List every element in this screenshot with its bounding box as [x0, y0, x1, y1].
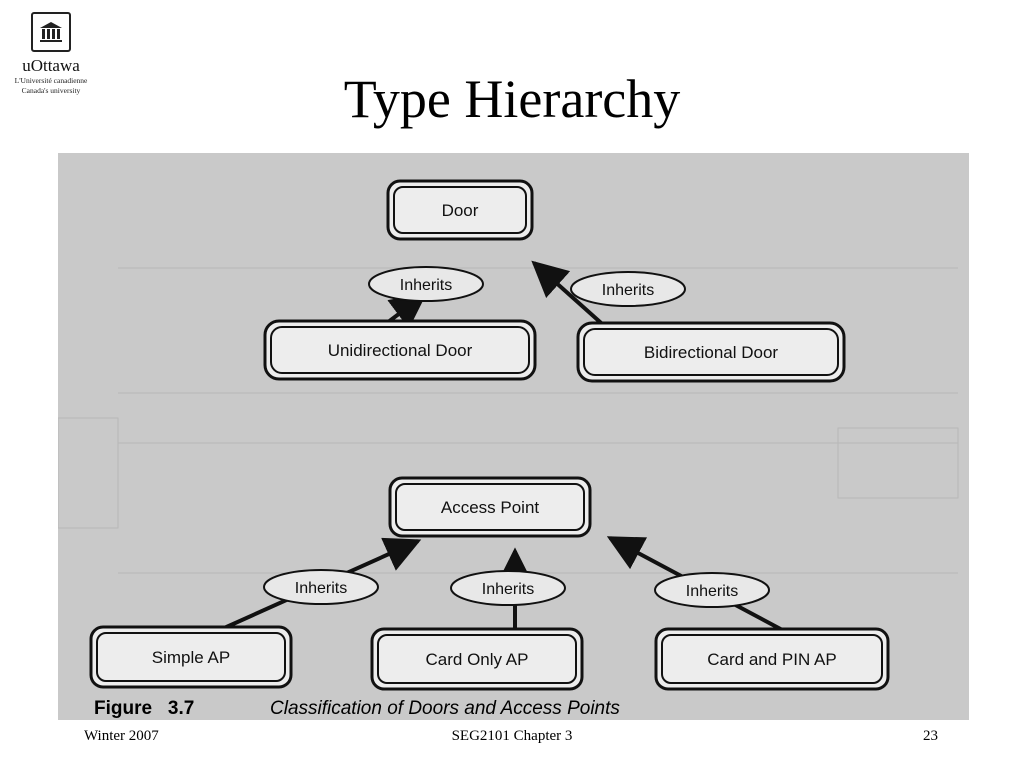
node-card-pin-ap: Card and PIN AP	[654, 627, 890, 691]
inherits-text: Inherits	[295, 580, 347, 597]
figure-caption: Classification of Doors and Access Point…	[270, 698, 620, 719]
inherits-text: Inherits	[686, 583, 738, 600]
node-label-simple-ap: Simple AP	[152, 648, 230, 667]
node-card-only-ap: Card Only AP	[370, 627, 584, 691]
logo-name: uOttawa	[22, 56, 80, 75]
node-unidirectional-door: Unidirectional Door	[263, 319, 537, 381]
figure-number: Figure 3.7	[94, 698, 194, 719]
inherits-text: Inherits	[602, 282, 654, 299]
footer-course: SEG2101 Chapter 3	[451, 728, 573, 744]
node-door: Door	[386, 179, 534, 241]
node-label-bidirectional: Bidirectional Door	[644, 343, 779, 362]
type-hierarchy-diagram: Inherits Inherits Inherits Inherits Inhe…	[58, 179, 959, 719]
node-access-point: Access Point	[388, 476, 592, 538]
inherits-label-4: Inherits	[450, 570, 566, 606]
inherits-label-3: Inherits	[263, 569, 379, 605]
node-label-card-only-ap: Card Only AP	[426, 650, 529, 669]
inherits-text: Inherits	[400, 277, 452, 294]
slide-title: Type Hierarchy	[343, 69, 681, 129]
logo-subtitle-en: Canada's university	[21, 86, 81, 95]
building-icon	[31, 12, 71, 52]
node-label-access-point: Access Point	[441, 498, 540, 517]
inherits-label-2: Inherits	[570, 271, 686, 307]
footer-date: Winter 2007	[84, 728, 159, 744]
node-label-door: Door	[442, 201, 479, 220]
footer-page-number: 23	[923, 728, 938, 744]
node-simple-ap: Simple AP	[89, 625, 293, 689]
inherits-text: Inherits	[482, 581, 534, 598]
node-bidirectional-door: Bidirectional Door	[576, 321, 846, 383]
university-logo: uOttawa L'Université canadienne Canada's…	[8, 12, 94, 96]
node-label-card-pin-ap: Card and PIN AP	[707, 650, 836, 669]
inherits-label-1: Inherits	[368, 266, 484, 302]
node-label-unidirectional: Unidirectional Door	[328, 341, 473, 360]
inherits-label-5: Inherits	[654, 572, 770, 608]
logo-subtitle-fr: L'Université canadienne	[14, 76, 88, 85]
figure-scan: Inherits Inherits Inherits Inherits Inhe…	[58, 153, 969, 720]
